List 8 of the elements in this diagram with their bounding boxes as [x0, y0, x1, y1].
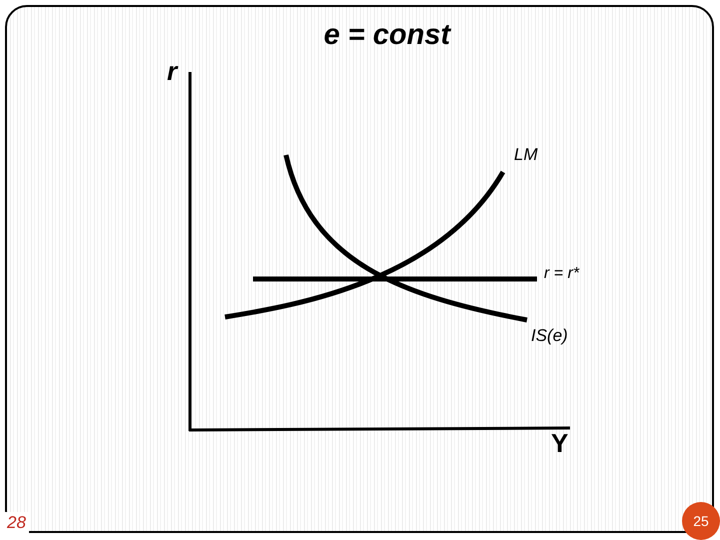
page-number: 28 [4, 512, 29, 533]
slide-number-badge: 25 [682, 502, 720, 540]
curve-label: LM [514, 146, 538, 163]
curve-label: IS(e) [531, 327, 568, 344]
line-label: r = r* [544, 266, 580, 282]
axis-label: r [167, 58, 178, 84]
slide-title: e = const [322, 18, 452, 53]
axis-label: Y [551, 430, 568, 456]
